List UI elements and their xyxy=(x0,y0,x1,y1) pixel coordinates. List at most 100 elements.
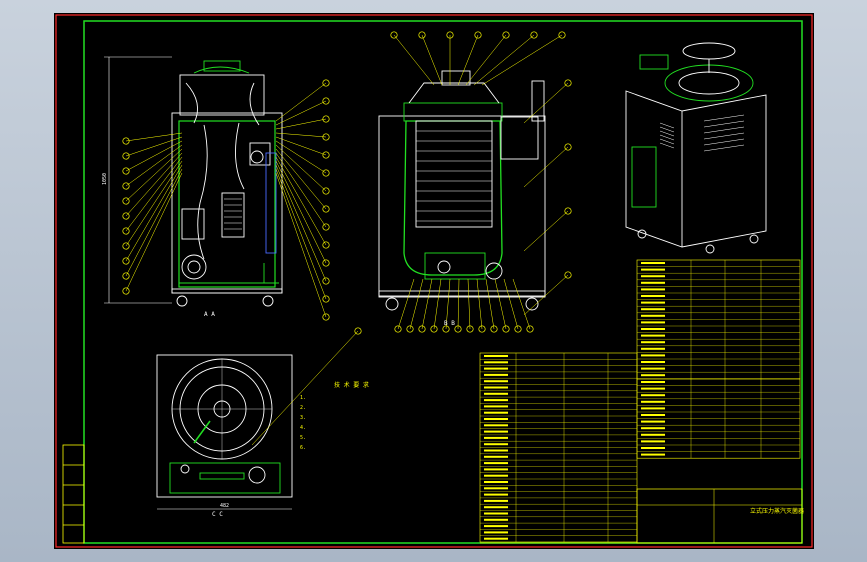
dimension-height: 1050 xyxy=(102,173,108,185)
leader-line xyxy=(467,278,471,330)
table-cell-text xyxy=(641,394,665,397)
table-cell-text xyxy=(641,314,665,317)
leader-line xyxy=(445,278,451,330)
table-cell-text xyxy=(484,493,508,496)
table-cell-text xyxy=(641,427,665,430)
leader-line xyxy=(275,144,327,192)
leader-line xyxy=(523,210,569,252)
table-cell-text xyxy=(484,355,508,357)
table-cell-text xyxy=(641,328,665,330)
leader-line xyxy=(125,144,183,187)
balloon xyxy=(122,212,130,220)
table-cell-text xyxy=(641,295,665,297)
balloon xyxy=(394,325,402,333)
leader-line xyxy=(275,118,327,130)
top-view xyxy=(156,354,293,510)
table-cell-text xyxy=(641,288,665,291)
leader-line xyxy=(125,148,183,202)
table-cell-text xyxy=(484,430,508,433)
table-cell-text xyxy=(641,308,665,311)
title-block-frame xyxy=(636,488,803,544)
table-cell-text xyxy=(641,268,665,271)
leader-line xyxy=(125,160,183,247)
table-cell-text xyxy=(641,262,665,264)
balloon xyxy=(122,257,130,265)
drawing-sheet[interactable]: A A B B C C 技 术 要 求 1050 482 立式压力蒸汽灭菌器 1… xyxy=(54,13,814,549)
balloon xyxy=(454,325,462,333)
leader-line xyxy=(465,34,507,86)
front-section-view xyxy=(104,56,283,307)
table-cell-text xyxy=(484,474,508,477)
table-cell-text xyxy=(484,499,508,502)
table-cell-text xyxy=(484,367,508,370)
balloon xyxy=(122,197,130,205)
balloon xyxy=(122,182,130,190)
leader-line xyxy=(125,152,183,217)
table-cell-text xyxy=(484,525,508,528)
leader-line xyxy=(393,34,435,86)
leader-line xyxy=(397,278,415,330)
leader-line xyxy=(512,278,531,330)
balloon xyxy=(406,325,414,333)
balloon xyxy=(322,277,330,285)
table-cell-text xyxy=(484,424,508,427)
balloon xyxy=(564,79,572,87)
balloon xyxy=(530,31,538,39)
table-cell-text xyxy=(484,418,508,420)
table-cell-text xyxy=(641,407,665,410)
inner-frame xyxy=(83,20,803,544)
balloon xyxy=(122,242,130,250)
left-margin-table xyxy=(62,444,85,544)
table-cell-text xyxy=(484,512,508,515)
leader-line xyxy=(494,278,507,330)
note-item: 4. xyxy=(300,425,306,431)
cad-drawing: A A B B C C 技 术 要 求 1050 482 立式压力蒸汽灭菌器 1… xyxy=(55,14,813,548)
notes-title: 技 术 要 求 xyxy=(334,381,369,389)
outer-frame xyxy=(55,14,813,548)
balloon xyxy=(322,187,330,195)
balloon xyxy=(122,227,130,235)
table-cell-text xyxy=(484,373,508,376)
balloon xyxy=(490,325,498,333)
balloon xyxy=(446,31,454,39)
table-cell-text xyxy=(484,455,508,458)
leader-line xyxy=(433,278,442,330)
table-cell-text xyxy=(484,443,508,446)
leader-line xyxy=(125,140,183,172)
balloon xyxy=(122,272,130,280)
balloon xyxy=(502,325,510,333)
leader-line xyxy=(457,34,479,86)
balloon xyxy=(322,115,330,123)
leader-line xyxy=(275,136,327,156)
balloon xyxy=(474,31,482,39)
leader-line xyxy=(125,164,183,262)
table-cell-text xyxy=(641,341,665,344)
table-cell-text xyxy=(641,347,665,350)
balloon xyxy=(442,325,450,333)
table-cell-text xyxy=(484,361,508,364)
leader-line xyxy=(125,132,183,142)
balloon xyxy=(354,327,362,335)
balloon xyxy=(526,325,534,333)
table-cell-text xyxy=(484,531,508,534)
table-cell-text xyxy=(484,380,508,383)
table-cell-text xyxy=(484,468,508,471)
side-section-view xyxy=(378,70,546,311)
balloon xyxy=(502,31,510,39)
balloon xyxy=(430,325,438,333)
view-label-top: C C xyxy=(212,511,223,518)
parts-list-table xyxy=(479,259,803,544)
leader-line xyxy=(275,140,327,174)
balloon xyxy=(390,31,398,39)
leader-line xyxy=(523,274,569,316)
table-cell-text xyxy=(484,386,508,389)
table-cell-text xyxy=(484,537,508,540)
balloon xyxy=(122,152,130,160)
balloon xyxy=(514,325,522,333)
table-cell-text xyxy=(641,354,665,357)
leader-line xyxy=(251,330,359,446)
leader-line xyxy=(275,168,327,300)
balloon xyxy=(322,151,330,159)
table-cell-text xyxy=(641,275,665,278)
